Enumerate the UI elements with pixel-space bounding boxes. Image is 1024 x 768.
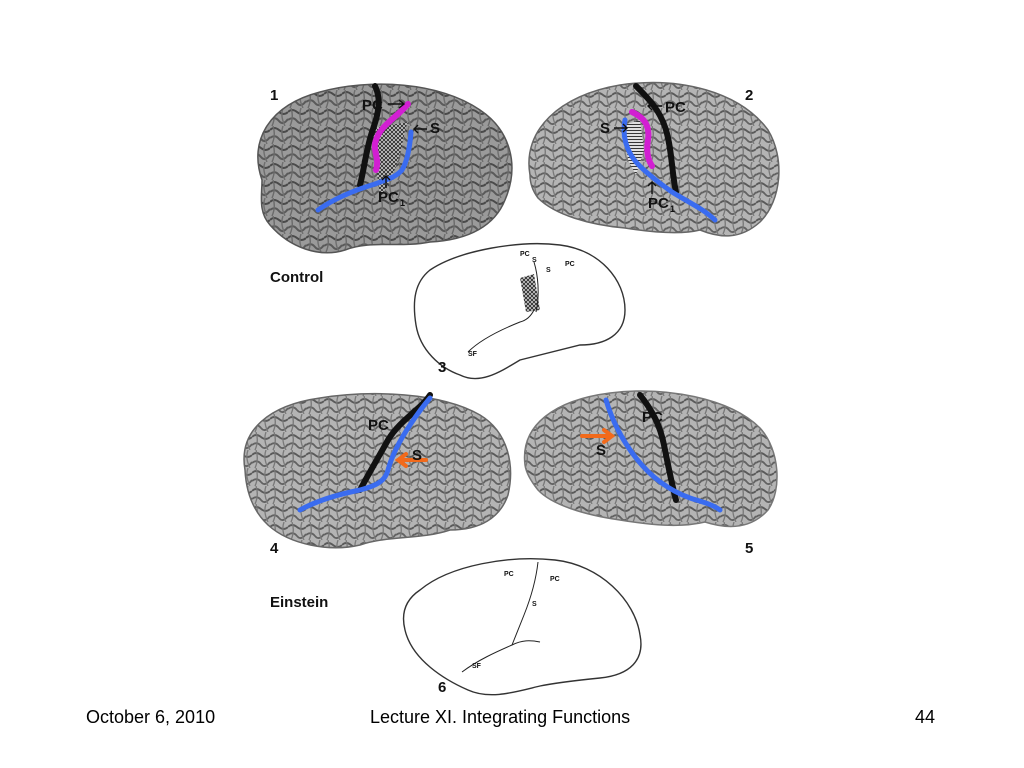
pc-label-2: PC bbox=[665, 99, 686, 116]
footer-date: October 6, 2010 bbox=[86, 707, 216, 727]
pc-label-1: PC bbox=[362, 97, 383, 114]
brain-panel-1 bbox=[257, 83, 513, 254]
pc-label-6b: PC bbox=[550, 576, 560, 583]
brain-panel-2 bbox=[528, 81, 780, 237]
sf-label-6: SF bbox=[472, 663, 482, 670]
brain-outline-3 bbox=[413, 243, 626, 380]
panel-4-label: 4 bbox=[270, 540, 279, 557]
s-label-6: S bbox=[532, 601, 537, 608]
pc-label-3a: PC bbox=[520, 251, 530, 258]
footer-title: Lecture XI. Integrating Functions bbox=[370, 707, 631, 727]
arrow-s-1 bbox=[413, 124, 427, 134]
brain-outline-6 bbox=[402, 558, 642, 696]
pc1-sub-label-2: 1 bbox=[670, 204, 675, 214]
pc1-label-1: PC bbox=[378, 189, 399, 206]
footer-page-number: 44 bbox=[915, 707, 936, 727]
arrow-pc-2 bbox=[647, 101, 662, 111]
s-label-3a: S bbox=[532, 257, 537, 264]
s-label-2: S bbox=[600, 120, 610, 137]
s-label-3b: S bbox=[546, 267, 551, 274]
arrow-s-2 bbox=[614, 123, 628, 133]
brain-panel-4 bbox=[243, 392, 512, 549]
s-label-1: S bbox=[430, 120, 440, 137]
panel-2-label: 2 bbox=[745, 87, 753, 104]
control-label: Control bbox=[270, 269, 323, 286]
pc-label-4: PC bbox=[368, 417, 389, 434]
pc-label-3b: PC bbox=[565, 261, 575, 268]
panel-6-label: 6 bbox=[438, 679, 446, 696]
pc-label-5: PC bbox=[642, 409, 663, 426]
brain-panel-5 bbox=[523, 390, 778, 528]
arrow-pc-1 bbox=[388, 99, 406, 109]
arrow-pc1-1 bbox=[381, 175, 391, 188]
pc-label-6a: PC bbox=[504, 571, 514, 578]
s-label-5: S bbox=[596, 442, 606, 459]
panel-3-label: 3 bbox=[438, 359, 446, 376]
einstein-label: Einstein bbox=[270, 594, 328, 611]
pc1-label-2: PC bbox=[648, 195, 669, 212]
sf-label-3: SF bbox=[468, 351, 478, 358]
panel-5-label: 5 bbox=[745, 540, 753, 557]
s-label-4: S bbox=[412, 447, 422, 464]
pc1-sub-label-1: 1 bbox=[400, 198, 405, 208]
arrow-pc1-2 bbox=[647, 181, 657, 194]
panel-1-label: 1 bbox=[270, 87, 278, 104]
